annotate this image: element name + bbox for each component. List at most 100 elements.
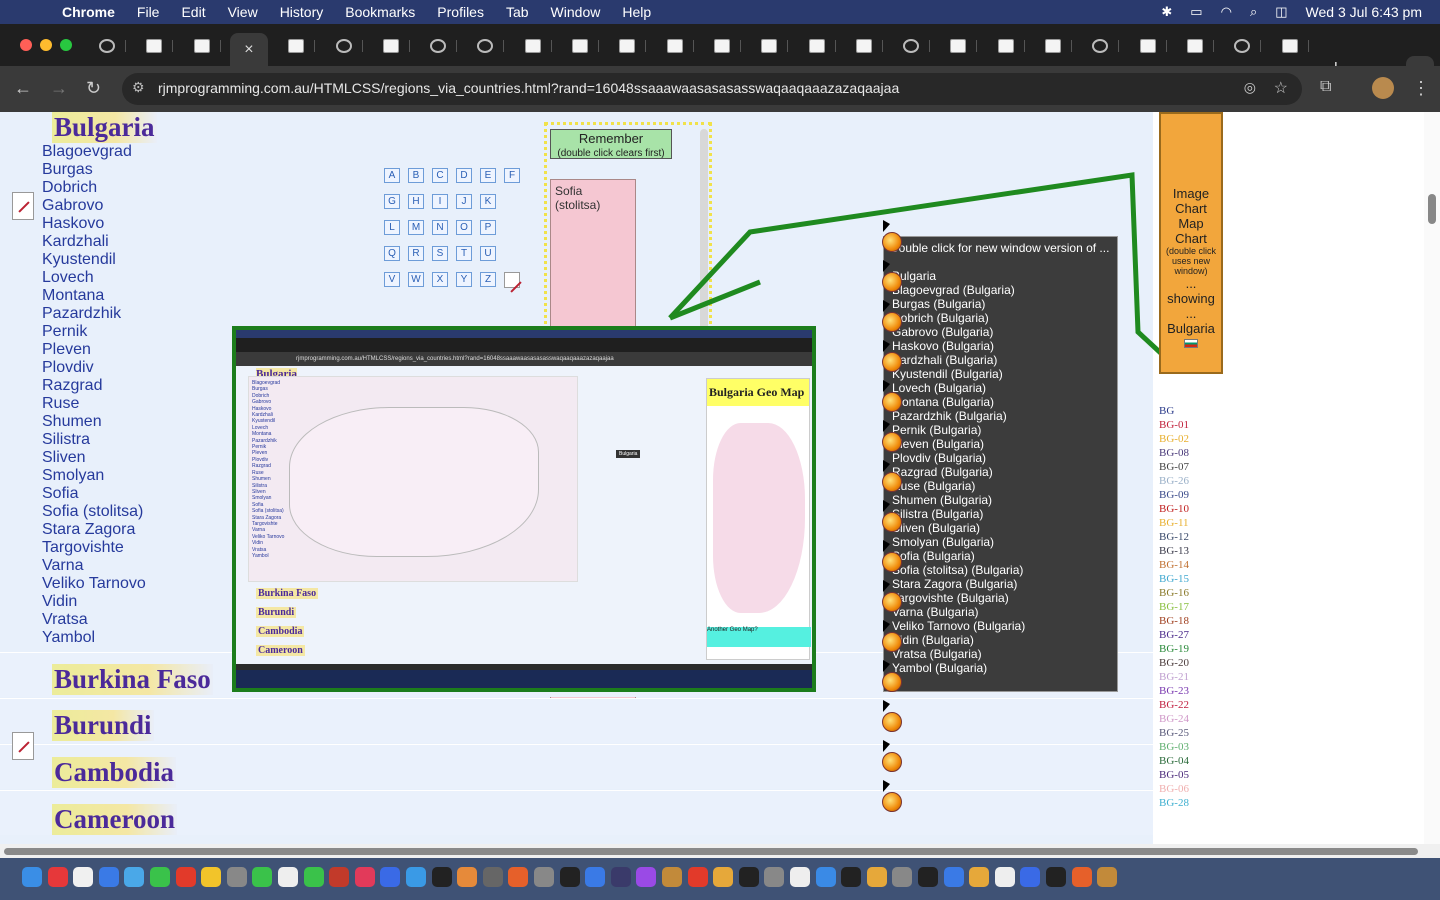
popup-item[interactable]: Lovech (Bulgaria)	[892, 381, 987, 395]
letter-button[interactable]: E	[480, 168, 496, 183]
popup-item[interactable]: Sliven (Bulgaria)	[892, 521, 981, 535]
dock-app-icon[interactable]	[610, 867, 631, 887]
letter-button[interactable]: R	[408, 246, 424, 261]
region-link[interactable]: Sliven	[42, 449, 86, 466]
popup-item[interactable]: Dobrich (Bulgaria)	[892, 311, 989, 325]
letter-button[interactable]: V	[384, 272, 400, 287]
ball-icon[interactable]	[882, 472, 902, 492]
popup-item[interactable]: Pernik (Bulgaria)	[892, 423, 982, 437]
chart-icon[interactable]	[12, 192, 34, 220]
dock-app-icon[interactable]	[1097, 867, 1118, 887]
popup-item[interactable]: Pleven (Bulgaria)	[892, 437, 985, 451]
dock-app-icon[interactable]	[482, 867, 503, 887]
horizontal-scrollbar-thumb[interactable]	[4, 848, 1418, 855]
dock-app-icon[interactable]	[175, 867, 196, 887]
menu-view[interactable]: View	[227, 4, 258, 20]
region-link[interactable]: Pazardzhik	[42, 305, 122, 322]
region-link[interactable]: Sofia	[42, 485, 79, 502]
dock-app-icon[interactable]	[1020, 867, 1041, 887]
region-link[interactable]: Montana	[42, 287, 105, 304]
browser-tab[interactable]	[608, 33, 647, 59]
menu-edit[interactable]: Edit	[181, 4, 206, 20]
browser-tab[interactable]	[1271, 33, 1309, 59]
popup-item[interactable]: Silistra (Bulgaria)	[892, 507, 984, 521]
region-code[interactable]: BG-14	[1159, 559, 1189, 571]
browser-tab[interactable]	[88, 33, 126, 59]
zoom-window-icon[interactable]	[60, 39, 72, 51]
region-link[interactable]: Dobrich	[42, 179, 98, 196]
region-code[interactable]: BG-11	[1159, 517, 1189, 529]
region-popup[interactable]: Double click for new window version of .…	[883, 236, 1118, 692]
region-code[interactable]: BG	[1159, 405, 1175, 417]
menu-window[interactable]: Window	[550, 4, 601, 20]
ball-icon[interactable]	[882, 632, 902, 652]
dock-app-icon[interactable]	[47, 867, 68, 887]
remember-button[interactable]: Remember (double click clears first)	[550, 129, 672, 159]
browser-tab[interactable]	[1081, 33, 1120, 59]
dock-app-icon[interactable]	[303, 867, 324, 887]
dock-app-icon[interactable]	[892, 867, 913, 887]
dock-app-icon[interactable]	[534, 867, 554, 887]
region-link[interactable]: Kardzhali	[42, 233, 109, 250]
browser-tab[interactable]	[1129, 33, 1167, 59]
back-icon[interactable]: ←	[14, 78, 32, 98]
vertical-scrollbar-thumb[interactable]	[1428, 194, 1436, 224]
close-window-icon[interactable]	[20, 39, 32, 51]
region-code[interactable]: BG-02	[1159, 433, 1189, 445]
letter-button[interactable]: H	[408, 194, 424, 209]
region-link[interactable]: Silistra	[42, 431, 91, 448]
popup-item[interactable]: Shumen (Bulgaria)	[892, 493, 993, 507]
ball-icon[interactable]	[882, 352, 902, 372]
ball-icon[interactable]	[882, 712, 902, 732]
bluetooth-icon[interactable]: ✱	[1161, 4, 1173, 19]
popup-item[interactable]: Bulgaria	[892, 269, 937, 283]
country-title-burundi[interactable]: Burundi	[52, 710, 154, 741]
region-code[interactable]: BG-26	[1159, 475, 1189, 487]
region-code[interactable]: BG-12	[1159, 531, 1189, 543]
ball-icon[interactable]	[882, 392, 902, 412]
letter-button[interactable]: J	[456, 194, 472, 209]
region-code[interactable]: BG-10	[1159, 503, 1189, 515]
menu-app-name[interactable]: Chrome	[62, 4, 115, 20]
region-link[interactable]: Shumen	[42, 413, 102, 430]
letter-button[interactable]: L	[384, 220, 400, 235]
dock-app-icon[interactable]	[278, 867, 298, 887]
popup-item[interactable]: Stara Zagora (Bulgaria)	[892, 577, 1018, 591]
country-title-bulgaria[interactable]: Bulgaria	[52, 112, 157, 143]
browser-tab[interactable]	[1176, 33, 1214, 59]
region-code[interactable]: BG-07	[1159, 461, 1189, 473]
browser-tab[interactable]	[466, 33, 505, 59]
popup-item[interactable]: Gabrovo (Bulgaria)	[892, 325, 994, 339]
letter-button[interactable]: F	[504, 168, 520, 183]
region-code[interactable]: BG-15	[1159, 573, 1189, 585]
dock-app-icon[interactable]	[559, 867, 580, 887]
close-tab-icon[interactable]: ×	[244, 40, 254, 58]
region-code[interactable]: BG-24	[1159, 713, 1189, 725]
region-code[interactable]: BG-18	[1159, 615, 1189, 627]
dock-app-icon[interactable]	[431, 867, 452, 887]
browser-tab[interactable]	[987, 33, 1025, 59]
dock-app-icon[interactable]	[329, 867, 350, 887]
region-link[interactable]: Stara Zagora	[42, 521, 136, 538]
dock-app-icon[interactable]	[354, 867, 375, 887]
region-link[interactable]: Plovdiv	[42, 359, 94, 376]
region-code[interactable]: BG-22	[1159, 699, 1189, 711]
popup-item[interactable]: Montana (Bulgaria)	[892, 395, 995, 409]
ball-icon[interactable]	[882, 312, 902, 332]
dock-app-icon[interactable]	[124, 867, 145, 887]
dock-app-icon[interactable]	[738, 867, 759, 887]
menu-file[interactable]: File	[136, 4, 160, 20]
browser-tab[interactable]	[277, 33, 316, 59]
letter-button[interactable]: A	[384, 168, 400, 183]
vertical-scrollbar[interactable]	[1424, 112, 1440, 844]
dock-app-icon[interactable]	[790, 867, 810, 887]
country-title-burkina-faso[interactable]: Burkina Faso	[52, 664, 213, 695]
letter-button[interactable]: Q	[384, 246, 400, 261]
region-code[interactable]: BG-03	[1159, 741, 1189, 753]
browser-tab[interactable]	[892, 33, 931, 59]
menu-clock[interactable]: Wed 3 Jul 6:43 pm	[1305, 4, 1422, 20]
region-link[interactable]: Pernik	[42, 323, 88, 340]
profile-avatar[interactable]	[1372, 77, 1394, 99]
region-link[interactable]: Haskovo	[42, 215, 105, 232]
letter-button[interactable]: M	[408, 220, 424, 235]
